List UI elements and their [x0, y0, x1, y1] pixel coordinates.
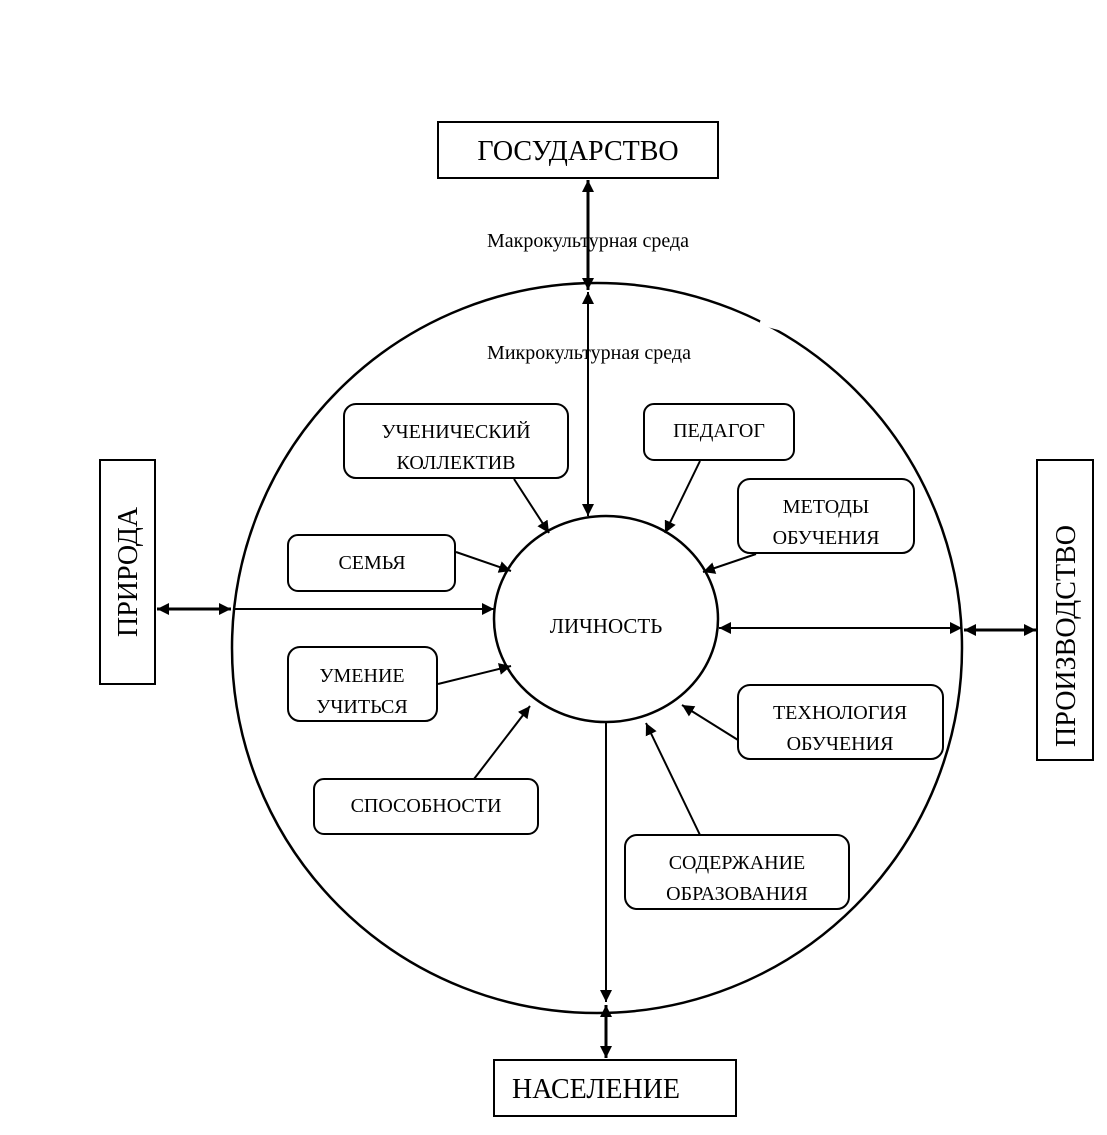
technology-arrow — [681, 704, 739, 741]
micro-environment-label: Микрокультурная среда — [487, 342, 691, 364]
collective-label-2: КОЛЛЕКТИВ — [397, 452, 516, 474]
learning-label-2: УЧИТЬСЯ — [316, 696, 407, 718]
population-label: НАСЕЛЕНИЕ — [512, 1074, 680, 1105]
state-box — [437, 121, 719, 179]
content-label-1: СОДЕРЖАНИЕ — [669, 852, 806, 874]
personality-label: ЛИЧНОСТЬ — [550, 614, 663, 638]
content-label-2: ОБРАЗОВАНИЯ — [666, 883, 808, 905]
nature-label: ПРИРОДА — [113, 506, 144, 637]
technology-label-1: ТЕХНОЛОГИЯ — [773, 702, 907, 724]
production-box — [1036, 459, 1094, 761]
technology-box — [737, 684, 944, 760]
abilities-arrow — [473, 705, 531, 780]
learning-box — [287, 646, 438, 722]
collective-arrow — [513, 478, 550, 534]
content-arrow — [645, 722, 701, 836]
circle-gap — [759, 319, 791, 333]
family-box — [287, 534, 456, 592]
methods-label-1: МЕТОДЫ — [783, 496, 869, 518]
teacher-label: ПЕДАГОГ — [673, 420, 765, 442]
nature-box — [99, 459, 156, 685]
teacher-arrow — [664, 460, 701, 534]
family-label: СЕМЬЯ — [338, 552, 405, 574]
family-arrow — [455, 551, 512, 573]
learning-arrow — [437, 663, 512, 685]
teacher-box — [643, 403, 795, 461]
methods-box — [737, 478, 915, 554]
methods-label-2: ОБУЧЕНИЯ — [773, 527, 880, 549]
production-label: ПРОИЗВОДСТВО — [1051, 525, 1082, 747]
content-box — [624, 834, 850, 910]
methods-arrow — [702, 553, 757, 574]
abilities-box — [313, 778, 539, 835]
micro-environment-circle — [230, 281, 964, 1015]
collective-box — [343, 403, 569, 479]
learning-label-1: УМЕНИЕ — [319, 665, 404, 687]
state-label: ГОСУДАРСТВО — [477, 136, 678, 167]
population-box — [493, 1059, 737, 1117]
collective-label-1: УЧЕНИЧЕСКИЙ — [381, 420, 530, 443]
technology-label-2: ОБУЧЕНИЯ — [787, 733, 894, 755]
abilities-label: СПОСОБНОСТИ — [351, 795, 502, 817]
